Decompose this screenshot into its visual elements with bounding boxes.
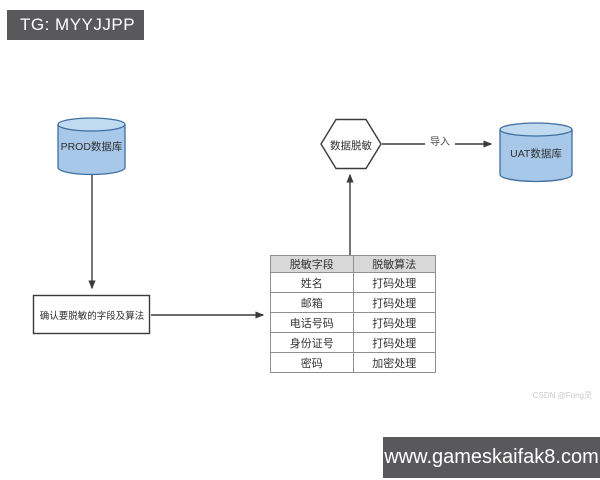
table-cell-field: 密码: [270, 352, 354, 373]
site-url-badge: www.gameskaifak8.com: [383, 437, 600, 478]
table-cell-algorithm: 加密处理: [352, 352, 436, 373]
masking-hexagon-shape: [320, 118, 382, 170]
uat-db-cylinder-top: [499, 122, 573, 137]
confirm-box-shape: [32, 294, 151, 335]
table-cell-algorithm: 打码处理: [352, 272, 436, 293]
table-cell-field: 姓名: [270, 272, 354, 293]
uat-db-label: UAT数据库: [510, 148, 562, 160]
confirm-box-label: 确认要脱敏的字段及算法: [39, 311, 145, 322]
table-cell-field: 身份证号: [270, 332, 354, 353]
table-row: 电话号码 打码处理: [270, 312, 436, 333]
table-header-algorithm: 脱敏算法: [352, 255, 436, 273]
tg-badge: TG: MYYJJPP: [7, 10, 144, 40]
masking-hexagon-label: 数据脱敏: [330, 140, 372, 152]
prod-db-label: PROD数据库: [60, 141, 123, 153]
table-row: 邮箱 打码处理: [270, 292, 436, 313]
masking-fields-table: 脱敏字段 脱敏算法 姓名 打码处理 邮箱 打码处理 电话号码 打码处理 身份证号…: [270, 255, 436, 373]
table-cell-algorithm: 打码处理: [352, 312, 436, 333]
prod-db-cylinder-top: [57, 117, 126, 132]
import-edge-label: 导入: [425, 133, 455, 148]
table-cell-field: 邮箱: [270, 292, 354, 313]
table-cell-algorithm: 打码处理: [352, 292, 436, 313]
table-row: 姓名 打码处理: [270, 272, 436, 293]
table-cell-algorithm: 打码处理: [352, 332, 436, 353]
table-row: 身份证号 打码处理: [270, 332, 436, 353]
table-header-field: 脱敏字段: [270, 255, 354, 273]
uat-db-cylinder-body: [499, 129, 573, 183]
table-row: 密码 加密处理: [270, 352, 436, 373]
csdn-watermark: CSDN @Fong灵: [532, 391, 592, 400]
table-cell-field: 电话号码: [270, 312, 354, 333]
prod-db-cylinder-body: [57, 124, 126, 176]
table-header-row: 脱敏字段 脱敏算法: [270, 255, 436, 273]
